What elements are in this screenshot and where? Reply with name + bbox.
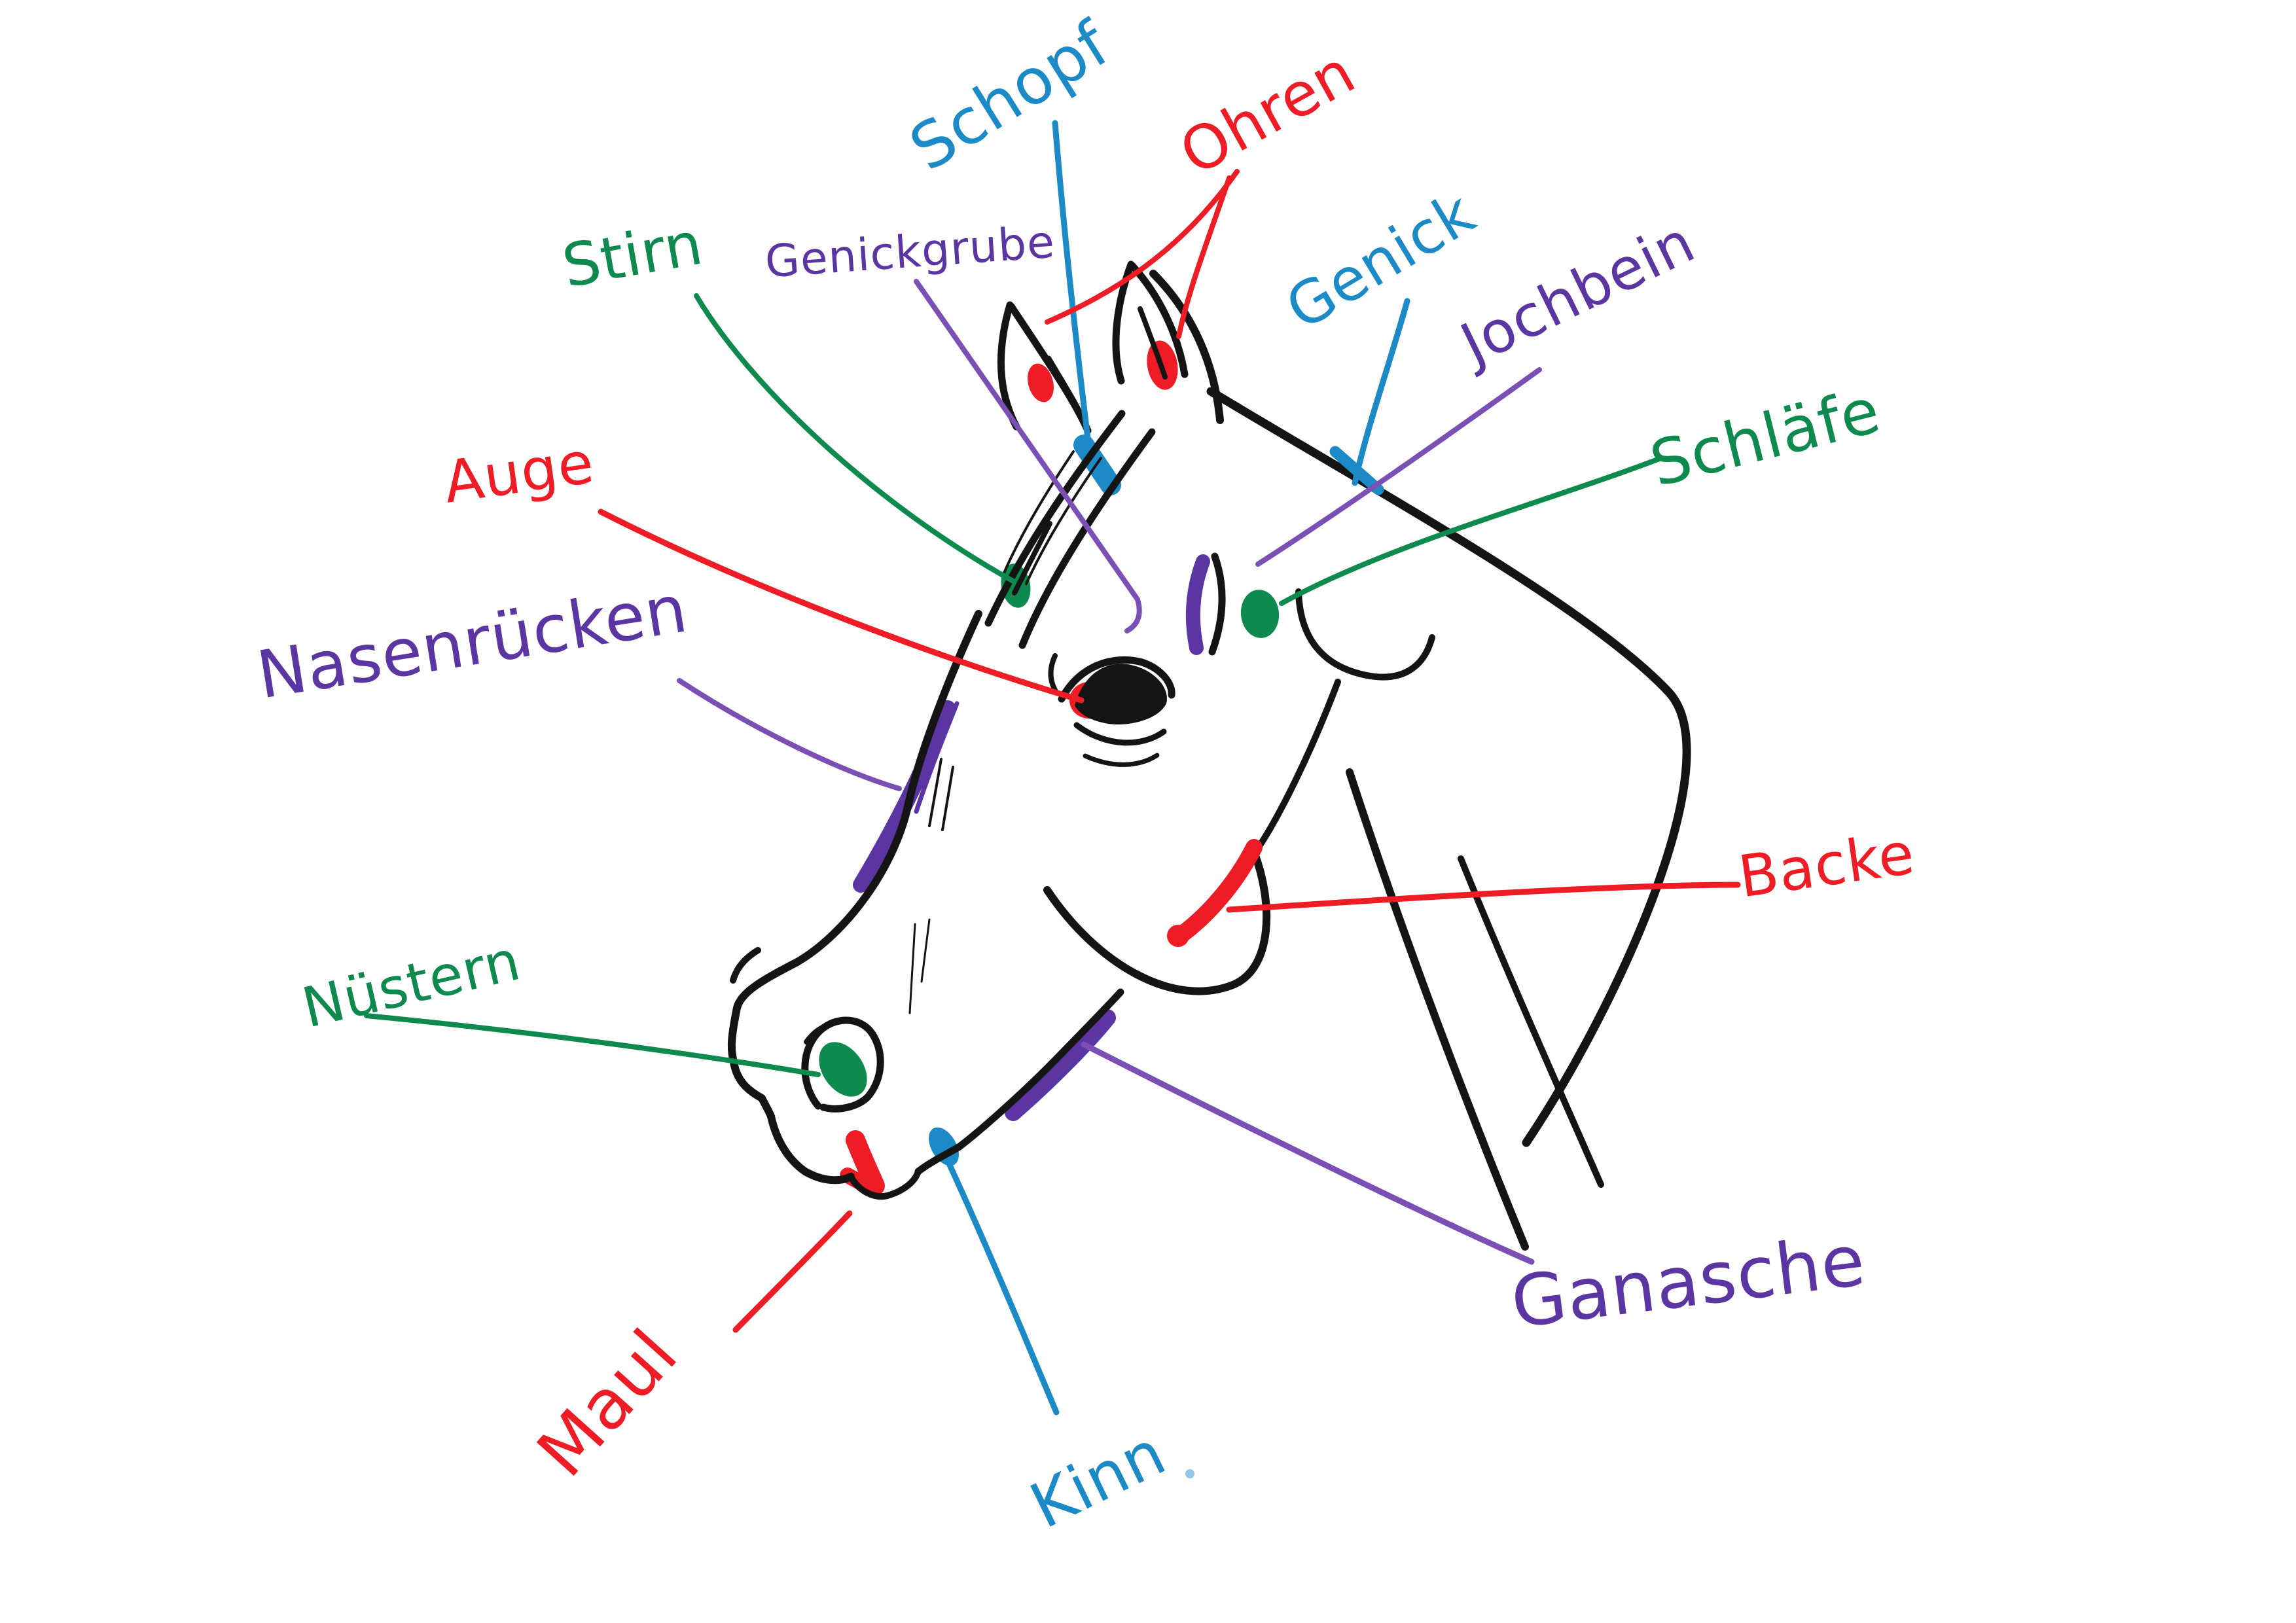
genick-pointer-line (1352, 298, 1410, 486)
nose-shading-stroke (941, 766, 954, 831)
cheek-hollow-line (1295, 588, 1435, 681)
nasenruecken-pointer-line (677, 678, 902, 791)
neck-top-line (1206, 387, 1691, 1147)
jochbein-pointer-line (1255, 367, 1542, 567)
nuestern-green-mark (819, 1042, 867, 1097)
schopf-pointer-line (1052, 120, 1091, 442)
horse-head-sketch (727, 260, 1691, 1251)
label-kinn: Kinn (1020, 1417, 1177, 1543)
muzzle-shading-stroke (908, 923, 916, 1014)
pointer-lines (364, 120, 1741, 1416)
nasenruecken-purple-mark-thin (914, 701, 960, 814)
eye-lower-lid-line (1073, 722, 1167, 746)
backe-pointer-line (1226, 882, 1741, 913)
nose-hook-line (730, 947, 761, 984)
nostril-ring (801, 1016, 884, 1113)
mouth-line (848, 1168, 922, 1200)
nose-shading-stroke (928, 758, 942, 827)
schlaefe-green-mark (1240, 590, 1280, 638)
nostril-hook (804, 1022, 833, 1044)
label-schlaefe: Schläfe (1643, 374, 1887, 501)
highlight-marks-over (1167, 446, 1384, 947)
neck-front-line (1346, 768, 1529, 1251)
label-maul: Maul (522, 1314, 693, 1491)
label-genickgrube: Genickgrube (763, 217, 1056, 289)
eye-shape (1075, 664, 1167, 724)
genickgrube-pointer-line (914, 279, 1142, 633)
cheek-vertical-line (1252, 679, 1341, 855)
forelock-strand (1018, 428, 1156, 649)
ganasche-purple-mark (1005, 1009, 1116, 1121)
forelock-strand (1012, 521, 1052, 596)
label-schopf: Schopf (897, 7, 1122, 185)
label-nasenruecken: Nasenrücken (252, 570, 692, 713)
kinn-trailing-dot (1185, 1469, 1194, 1478)
maul-pointer-line (732, 1210, 853, 1333)
ear-right-fold-line (1138, 306, 1168, 380)
label-auge: Auge (440, 429, 598, 516)
ohren-pointer-line-right (1176, 175, 1232, 339)
eye-upper-lid-line (1058, 656, 1175, 703)
ganasche-pointer-line (1081, 1041, 1535, 1265)
labels: Schopf Ohren Stirn Genickgrube Genick Jo… (252, 7, 1918, 1543)
label-stirn: Stirn (558, 209, 708, 302)
nuestern-pointer-line (364, 1013, 821, 1077)
label-nuestern: Nüstern (296, 928, 526, 1040)
ohren-pointer-line-left (1045, 169, 1240, 325)
label-jochbein: Jochbein (1448, 208, 1705, 380)
forelock-strand-thin (1025, 457, 1102, 585)
kinn-pointer-line (946, 1160, 1060, 1416)
ear-left-red-mark (1028, 363, 1054, 402)
upper-lip-line (767, 1113, 855, 1185)
neck-second-line (1458, 855, 1604, 1188)
muzzle-shading-stroke (920, 918, 931, 983)
brow-black-crescent (1208, 552, 1226, 656)
label-backe: Backe (1734, 819, 1918, 911)
backe-red-crescent-mark (1170, 839, 1263, 946)
eye-under-arc-line (1083, 753, 1160, 767)
ear-right-inner-line (1128, 262, 1189, 378)
stirn-pointer-line (694, 293, 1016, 584)
brow-tick-line (1048, 653, 1059, 695)
muzzle-front-line (727, 958, 801, 1120)
label-ganasche: Ganasche (1507, 1220, 1869, 1344)
brow-purple-crescent-mark (1185, 554, 1210, 655)
label-ohren: Ohren (1169, 37, 1367, 188)
backe-red-crescent-foot (1167, 925, 1189, 947)
forelock-strand (984, 410, 1126, 627)
schlaefe-pointer-line (1279, 455, 1664, 606)
face-front-line (793, 610, 982, 966)
auge-pointer-line (598, 508, 1085, 704)
chin-jaw-line (914, 988, 1124, 1175)
forelock-strand-thin (1001, 450, 1075, 577)
